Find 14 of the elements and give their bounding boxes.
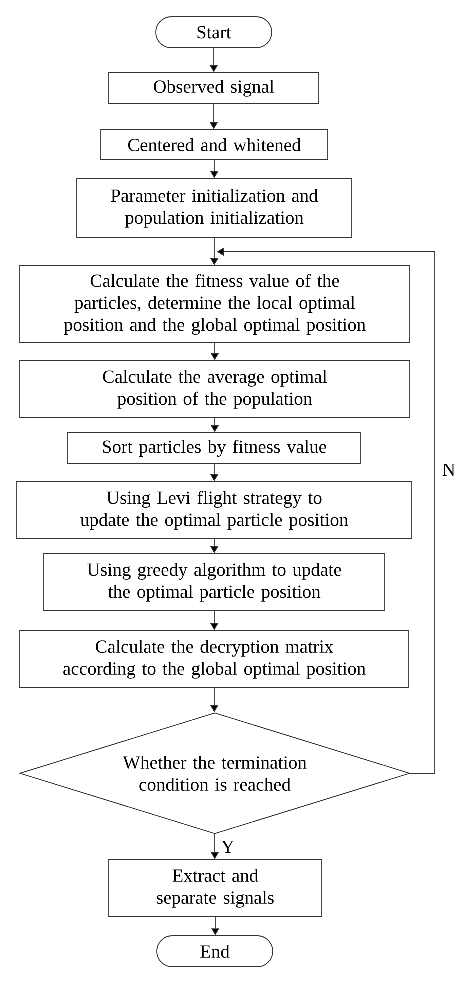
process-box: Calculate the average optimal position of the population xyxy=(20,360,410,418)
process-box: Extract and separate signals xyxy=(108,860,322,918)
terminal-box: End xyxy=(156,936,274,968)
edge-label: N xyxy=(441,462,457,478)
terminal-box: Start xyxy=(156,16,272,48)
process-box: Using greedy algorithm to update the optimal particle position xyxy=(44,554,386,612)
process-box: Parameter initialization and population initialization xyxy=(76,178,352,238)
process-box: Using Levi flight strategy to update the optimal particle position xyxy=(16,482,412,540)
process-box: Sort particles by fitness value xyxy=(68,432,362,464)
edge-label: Y xyxy=(220,840,236,854)
process-box: Calculate the decryption matrix according to the global optimal position xyxy=(20,630,410,688)
process-box: Calculate the fitness value of the particles, determine the local optimal position and the global optimal position xyxy=(20,266,410,344)
process-box: Centered and whitened xyxy=(100,130,328,160)
process-box: Observed signal xyxy=(108,72,320,104)
